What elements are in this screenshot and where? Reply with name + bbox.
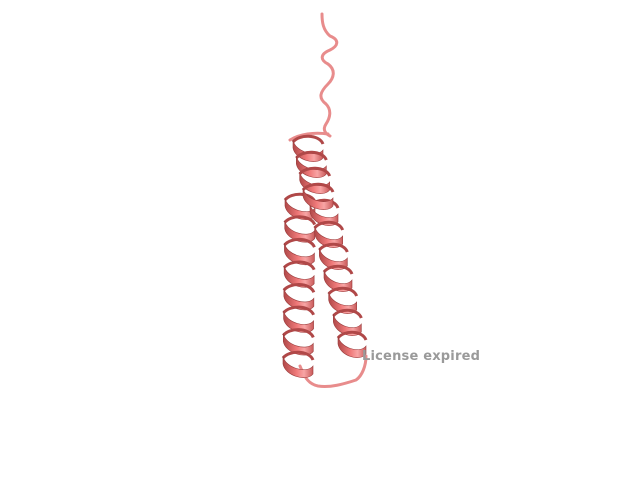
helix-turn-back xyxy=(282,305,315,316)
helix-turn-back xyxy=(313,220,345,231)
helix-turn-front xyxy=(283,310,314,333)
helix-turn-back xyxy=(327,286,359,297)
helix-turn-front xyxy=(283,265,315,288)
helix-turn-back xyxy=(336,330,368,341)
helix-turn-back xyxy=(318,242,349,253)
helix-turn-front xyxy=(337,335,367,358)
helix-turn-front xyxy=(333,313,362,336)
helix-left xyxy=(281,192,317,378)
helix-turn-front xyxy=(314,225,343,248)
helix-turn-front xyxy=(282,333,314,356)
helix-turn-back xyxy=(283,237,316,248)
helix-turn-front xyxy=(319,247,348,270)
helix-turn-back xyxy=(282,260,316,271)
helix-turn-back xyxy=(301,182,335,193)
helix-turn-back xyxy=(283,215,317,226)
inter-helix-loop xyxy=(298,354,368,388)
helix-turn-back xyxy=(298,166,332,177)
helix-turn-front xyxy=(328,291,357,314)
helix-turn-front xyxy=(283,288,315,311)
helix-turn-back xyxy=(322,264,354,275)
helix-turn-front xyxy=(282,355,314,378)
top-hairpin-coil xyxy=(288,131,330,142)
helix-turn-front xyxy=(309,203,339,226)
helix-turn-front xyxy=(323,269,353,292)
helix-turn-front xyxy=(302,187,334,210)
n-terminal-coil xyxy=(319,12,339,138)
helix-turn-back xyxy=(282,283,316,294)
helix-turn-back xyxy=(281,350,315,361)
helix-top xyxy=(291,134,335,210)
helix-turn-back xyxy=(291,134,325,145)
helix-turn-back xyxy=(332,308,363,319)
helix-turn-front xyxy=(284,243,315,265)
helix-turn-back xyxy=(295,150,328,161)
license-watermark: License expired xyxy=(362,349,481,364)
helix-right xyxy=(308,198,368,358)
helix-turn-back xyxy=(282,328,315,339)
helix-turn-front xyxy=(284,220,316,243)
